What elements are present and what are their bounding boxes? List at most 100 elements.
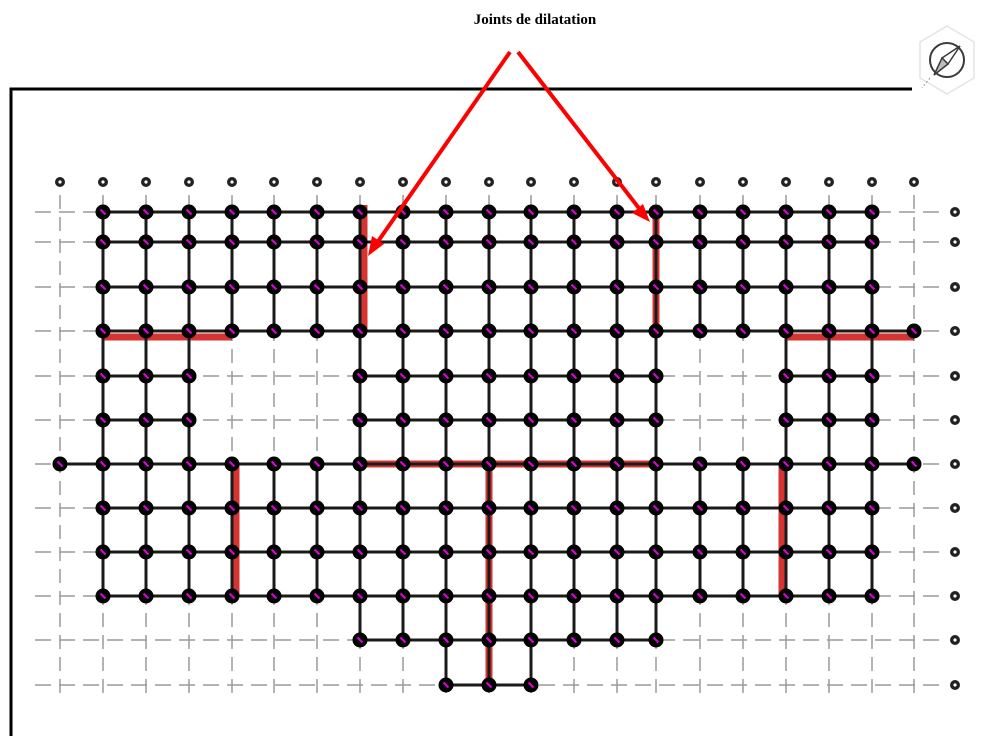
node-marker: [613, 460, 621, 468]
node-marker: [99, 504, 107, 512]
node-marker: [868, 416, 876, 424]
annotation-arrow: [370, 50, 512, 252]
axis-marker-right-center: [953, 418, 957, 422]
node-marker: [313, 238, 321, 246]
node-marker: [228, 548, 236, 556]
node-marker: [228, 460, 236, 468]
node-marker: [356, 372, 364, 380]
node-marker: [739, 208, 747, 216]
node-marker: [356, 504, 364, 512]
node-marker: [570, 504, 578, 512]
node-marker: [868, 208, 876, 216]
node-marker: [652, 504, 660, 512]
node-marker: [442, 636, 450, 644]
annotation-arrows: [368, 50, 650, 256]
node-marker: [442, 283, 450, 291]
node-marker: [228, 283, 236, 291]
axis-marker-top-center: [144, 180, 148, 184]
node-marker: [825, 504, 833, 512]
axis-marker-top-center: [444, 180, 448, 184]
node-marker: [356, 548, 364, 556]
node-marker: [696, 548, 704, 556]
node-marker: [613, 208, 621, 216]
node-marker: [185, 283, 193, 291]
node-marker: [527, 504, 535, 512]
compass-icon: [919, 25, 975, 95]
node-marker: [99, 416, 107, 424]
node-marker: [527, 548, 535, 556]
axis-markers: [55, 177, 960, 690]
axis-marker-right-center: [953, 550, 957, 554]
node-marker: [652, 372, 660, 380]
axis-marker-right-center: [953, 594, 957, 598]
axis-marker-top-center: [741, 180, 745, 184]
node-marker: [782, 208, 790, 216]
node-marker: [485, 283, 493, 291]
axis-marker-top-center: [230, 180, 234, 184]
node-marker: [570, 460, 578, 468]
node-marker: [696, 592, 704, 600]
node-marker: [868, 592, 876, 600]
node-marker: [185, 238, 193, 246]
node-marker: [185, 548, 193, 556]
node-marker: [399, 504, 407, 512]
node-marker: [142, 416, 150, 424]
node-marker: [739, 283, 747, 291]
node-marker: [485, 636, 493, 644]
node-marker: [485, 208, 493, 216]
node-marker: [442, 504, 450, 512]
axis-marker-top-center: [827, 180, 831, 184]
node-marker: [270, 327, 278, 335]
node-marker: [142, 548, 150, 556]
node-marker: [270, 208, 278, 216]
node-marker: [825, 238, 833, 246]
node-marker: [652, 460, 660, 468]
axis-marker-top-center: [654, 180, 658, 184]
axis-marker-top-center: [487, 180, 491, 184]
axis-marker-right-center: [953, 638, 957, 642]
node-marker: [613, 636, 621, 644]
node-marker: [313, 283, 321, 291]
node-marker: [782, 460, 790, 468]
node-marker: [652, 636, 660, 644]
node-marker: [228, 592, 236, 600]
node-marker: [910, 327, 918, 335]
node-marker: [442, 681, 450, 689]
node-marker: [527, 238, 535, 246]
node-marker: [142, 504, 150, 512]
node-marker: [527, 636, 535, 644]
axis-marker-top-center: [870, 180, 874, 184]
node-marker: [868, 504, 876, 512]
node-marker: [485, 327, 493, 335]
node-marker: [270, 592, 278, 600]
node-marker: [613, 416, 621, 424]
axis-marker-top-center: [315, 180, 319, 184]
node-marker: [739, 548, 747, 556]
node-marker: [570, 548, 578, 556]
node-marker: [613, 504, 621, 512]
node-marker: [399, 372, 407, 380]
node-marker: [228, 238, 236, 246]
node-marker: [313, 504, 321, 512]
node-marker: [313, 460, 321, 468]
axis-marker-right-center: [953, 374, 957, 378]
node-marker: [485, 372, 493, 380]
arrow-head: [368, 236, 384, 256]
node-marker: [313, 548, 321, 556]
node-marker: [782, 504, 790, 512]
drawing-frame: [9, 87, 912, 736]
node-marker: [99, 460, 107, 468]
node-marker: [399, 327, 407, 335]
node-marker: [356, 592, 364, 600]
node-marker: [527, 592, 535, 600]
node-marker: [570, 372, 578, 380]
node-marker: [652, 416, 660, 424]
node-marker: [570, 592, 578, 600]
node-marker: [613, 548, 621, 556]
node-marker: [652, 238, 660, 246]
node-marker: [399, 460, 407, 468]
node-marker: [782, 592, 790, 600]
expansion-joints: [103, 205, 914, 685]
node-marker: [527, 208, 535, 216]
